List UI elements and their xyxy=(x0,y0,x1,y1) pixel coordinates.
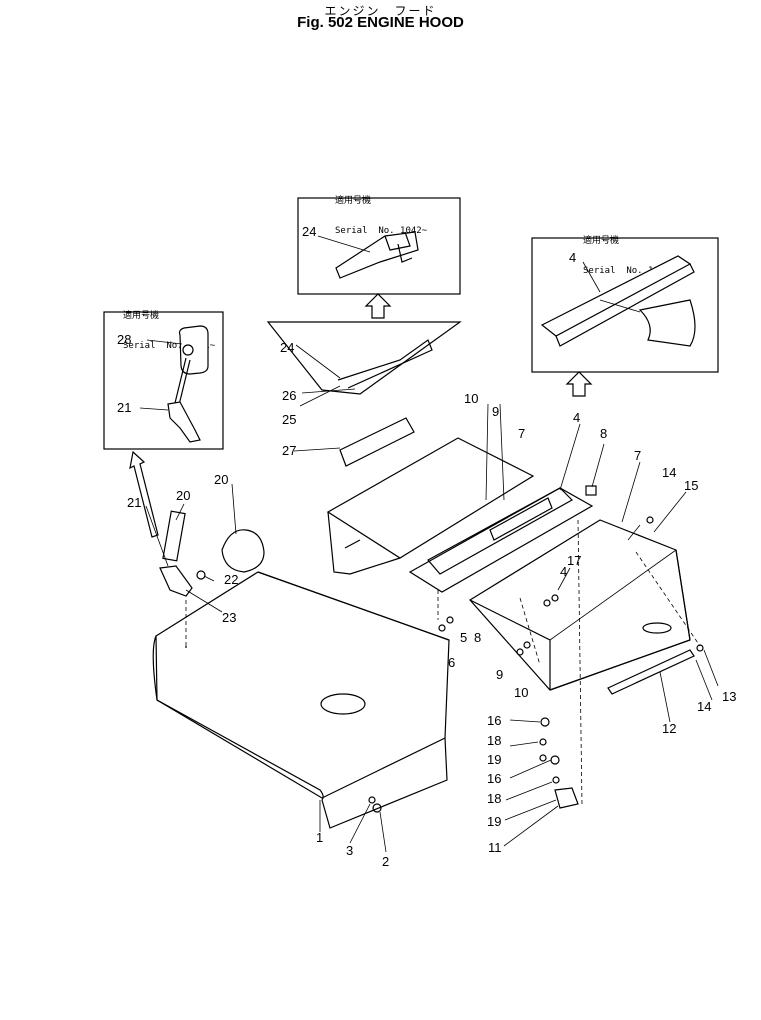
part-label: 10 xyxy=(464,391,478,406)
rod-12 xyxy=(607,649,695,695)
plate-27 xyxy=(339,417,415,467)
part-label: 2 xyxy=(382,854,389,869)
part-label: 8 xyxy=(600,426,607,441)
part-label: 16 xyxy=(487,713,501,728)
part-label: 4 xyxy=(569,250,576,265)
part-label: 14 xyxy=(662,465,676,480)
part-label: 15 xyxy=(684,478,698,493)
part-label: 9 xyxy=(496,667,503,682)
diagram-title-japanese: エンジン フード xyxy=(324,4,437,18)
part-label: 5 xyxy=(460,630,467,645)
part-label: 18 xyxy=(487,791,501,806)
part-label: 8 xyxy=(474,630,481,645)
part-label: 10 xyxy=(514,685,528,700)
part-label: 20 xyxy=(176,488,190,503)
bracket-24 xyxy=(266,321,462,395)
hardware-stack xyxy=(539,717,579,809)
part-label: 23 xyxy=(222,610,236,625)
part-label: 12 xyxy=(662,721,676,736)
detail-box-bracket xyxy=(297,197,461,295)
callout-left-jp: 適用号機 xyxy=(123,311,160,321)
part-label: 25 xyxy=(282,412,296,427)
part-label: 28 xyxy=(117,332,131,347)
part-label: 11 xyxy=(488,840,502,855)
part-label: 7 xyxy=(634,448,641,463)
top-cover xyxy=(326,437,535,575)
part-label: 4 xyxy=(560,564,567,579)
part-label: 27 xyxy=(282,443,296,458)
detail-cover-drawing xyxy=(540,255,696,347)
part-label: 19 xyxy=(487,752,501,767)
part-label: 1 xyxy=(316,830,323,845)
part-label: 3 xyxy=(346,843,353,858)
mirror-assembly xyxy=(159,510,265,597)
part-label: 24 xyxy=(302,224,316,239)
arrows xyxy=(129,293,593,538)
callout-top-serial: Serial No. 1042~ xyxy=(335,226,428,236)
callout-right-jp: 適用号機 xyxy=(583,236,620,246)
assembly-lines xyxy=(185,519,701,806)
part-label: 26 xyxy=(282,388,296,403)
detail-box-mirror xyxy=(103,311,224,450)
part-label: 14 xyxy=(697,699,711,714)
main-hood xyxy=(152,571,450,829)
diagram-title: Fig. 502 ENGINE HOOD xyxy=(297,14,464,31)
part-label: 22 xyxy=(224,572,238,587)
part-label: 17 xyxy=(567,553,581,568)
detail-mirror-drawing xyxy=(139,325,209,443)
part-label: 19 xyxy=(487,814,501,829)
part-label: 9 xyxy=(492,404,499,419)
part-label: 21 xyxy=(127,495,141,510)
part-label: 21 xyxy=(117,400,131,415)
screws xyxy=(368,516,704,813)
callout-top: 適用号機 Serial No. 1042~ xyxy=(335,176,427,246)
part-label: 20 xyxy=(214,472,228,487)
detail-bracket-drawing xyxy=(317,231,419,279)
center-panel xyxy=(408,485,597,593)
part-label: 24 xyxy=(280,340,294,355)
part-label: 16 xyxy=(487,771,501,786)
part-label: 13 xyxy=(722,689,736,704)
part-numbers: 1 2 3 4 4 4 5 6 7 7 8 8 9 9 10 10 11 12 … xyxy=(117,224,736,869)
part-label: 7 xyxy=(518,426,525,441)
part-label: 18 xyxy=(487,733,501,748)
leader-lines xyxy=(145,344,719,853)
part-label: 4 xyxy=(573,410,580,425)
part-label: 6 xyxy=(448,655,455,670)
callout-top-jp: 適用号機 xyxy=(335,196,372,206)
detail-box-cover xyxy=(531,237,719,373)
